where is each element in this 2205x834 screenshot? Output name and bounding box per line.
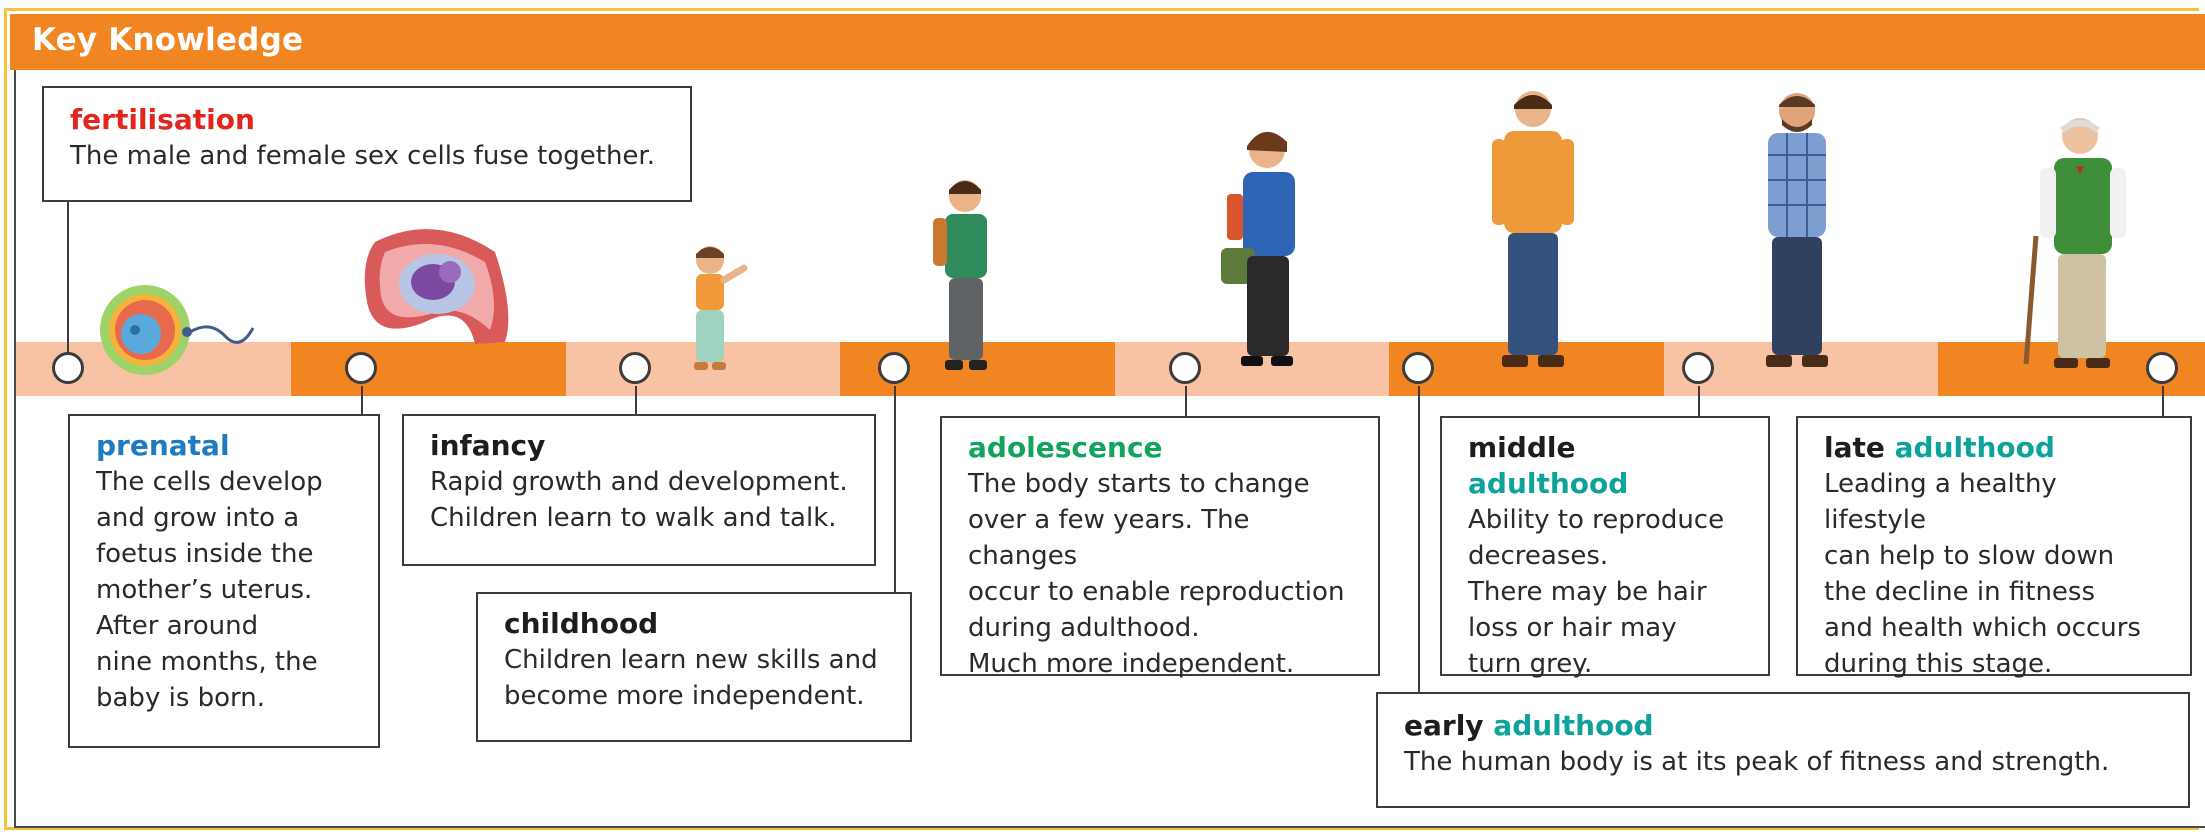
toddler-illustration — [694, 246, 748, 370]
foetus-in-uterus-illustration — [364, 229, 509, 344]
connector-line — [894, 386, 896, 592]
connector-line — [1418, 386, 1420, 692]
late-adulthood-box: late adulthood Leading a healthy lifesty… — [1796, 416, 2192, 679]
timeline-node-prenatal — [345, 352, 377, 384]
band-segment — [291, 342, 566, 396]
prenatal-desc: The cells develop and grow into a foetus… — [96, 467, 323, 713]
late-adulthood-title: late adulthood — [1824, 430, 2166, 466]
page-title: Key Knowledge — [32, 22, 304, 58]
middle-aged-man-illustration — [1766, 93, 1828, 367]
infancy-box: infancy Rapid growth and development. Ch… — [402, 414, 876, 566]
timeline-node-childhood — [878, 352, 910, 384]
late-adulthood-title-a: late — [1824, 431, 1885, 464]
early-adulthood-desc: The human body is at its peak of fitness… — [1404, 747, 2110, 777]
childhood-desc: Children learn new skills and become mor… — [504, 645, 878, 711]
late-adulthood-desc: Leading a healthy lifestyle can help to … — [1824, 469, 2141, 679]
connector-line — [67, 200, 69, 352]
early-adulthood-title-b: adulthood — [1493, 709, 1654, 742]
middle-adulthood-box: middle adulthood Ability to reproduce de… — [1440, 416, 1770, 679]
young-adult-man-illustration — [1492, 91, 1574, 367]
middle-adulthood-title-b: adulthood — [1468, 467, 1629, 500]
outer-frame — [4, 8, 2199, 830]
prenatal-box: prenatal The cells develop and grow into… — [68, 414, 380, 748]
elderly-man-illustration — [2023, 118, 2126, 368]
adolescence-box: adolescence The body starts to change ov… — [940, 416, 1380, 679]
early-adulthood-box: early adulthood The human body is at its… — [1376, 692, 2190, 808]
fertilisation-desc: The male and female sex cells fuse toget… — [70, 141, 655, 171]
middle-adulthood-title: middle adulthood — [1468, 430, 1744, 502]
timeline-node-infancy — [619, 352, 651, 384]
prenatal-title: prenatal — [96, 429, 230, 462]
timeline-node-early-adulthood — [1402, 352, 1434, 384]
connector-line — [1185, 386, 1187, 416]
timeline-node-adolescence — [1169, 352, 1201, 384]
fertilised-egg-illustration — [100, 285, 255, 375]
fertilisation-box: fertilisation The male and female sex ce… — [42, 86, 692, 202]
late-adulthood-title-b: adulthood — [1894, 431, 2055, 464]
timeline-node-late-adulthood — [2146, 352, 2178, 384]
early-adulthood-title-a: early — [1404, 709, 1484, 742]
timeline-node-fertilisation — [52, 352, 84, 384]
childhood-title: childhood — [504, 607, 659, 640]
infancy-desc: Rapid growth and development. Children l… — [430, 467, 848, 533]
middle-adulthood-title-a: middle — [1468, 431, 1576, 464]
connector-line — [361, 386, 363, 414]
header-bar: Key Knowledge — [10, 14, 2205, 70]
early-adulthood-title: early adulthood — [1404, 708, 2164, 744]
childhood-box: childhood Children learn new skills and … — [476, 592, 912, 742]
adolescence-desc: The body starts to change over a few yea… — [968, 469, 1345, 679]
adolescence-title: adolescence — [968, 431, 1163, 464]
panel-border — [14, 70, 2205, 828]
middle-adulthood-desc: Ability to reproduce decreases. There ma… — [1468, 505, 1725, 679]
teenager-illustration — [1221, 131, 1295, 366]
fertilisation-title: fertilisation — [70, 103, 255, 136]
connector-line — [2162, 386, 2164, 416]
schoolchild-illustration — [933, 180, 987, 370]
connector-line — [635, 386, 637, 414]
infancy-title: infancy — [430, 429, 546, 462]
connector-line — [1698, 386, 1700, 416]
timeline-node-middle-adulthood — [1682, 352, 1714, 384]
